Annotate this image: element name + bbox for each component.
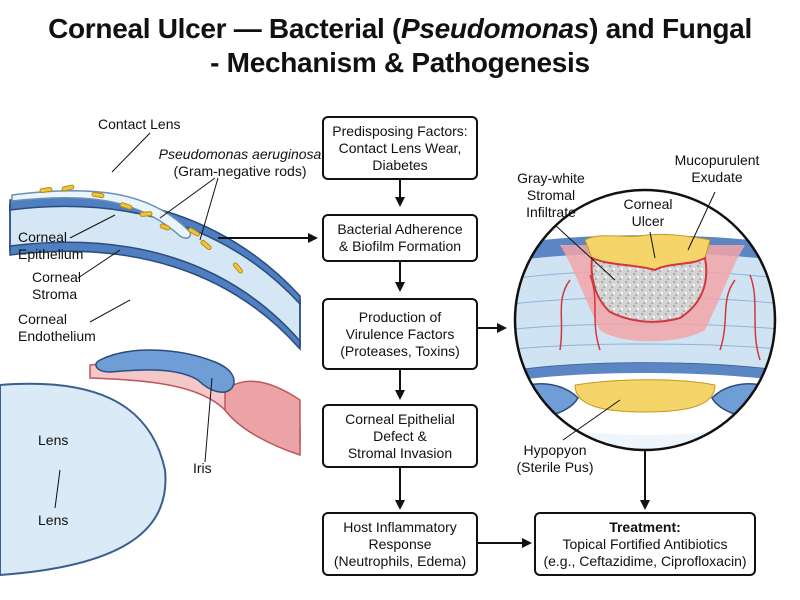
flow-step-virulence: Production of Virulence Factors (Proteas… — [322, 298, 478, 370]
ciliary-body — [224, 380, 301, 457]
label-hypopyon: Hypopyon (Sterile Pus) — [516, 442, 594, 475]
bacteria-rods — [39, 184, 244, 274]
page-title: Corneal Ulcer — Bacterial (Pseudomonas) … — [0, 12, 800, 80]
zoom-endothelium — [515, 363, 775, 382]
title-line-1: Corneal Ulcer — Bacterial (Pseudomonas) … — [48, 13, 752, 44]
label-corneal-stroma: Corneal Stroma — [32, 269, 82, 302]
treatment-text: Topical Fortified Antibiotics (e.g., Cef… — [543, 535, 747, 569]
zoom-hypopyon — [574, 379, 716, 413]
flow-step-defect: Corneal Epithelial Defect & Stromal Inva… — [322, 404, 478, 468]
label-lens-lower: Lens — [38, 512, 69, 528]
label-mucopurulent-exudate: Mucopurulent Exudate — [674, 152, 760, 185]
label-stromal-infiltrate: Gray-white Stromal Infiltrate — [517, 170, 585, 220]
label-iris: Iris — [193, 460, 212, 476]
label-pseudomonas: Pseudomonas aeruginosa — [158, 146, 322, 162]
contact-lens-shape — [11, 189, 192, 239]
zoom-anterior-chamber — [515, 420, 775, 450]
flow-step-adherence: Bacterial Adherence & Biofilm Formation — [322, 214, 478, 262]
iris-pigment — [95, 349, 235, 393]
zoom-leaders — [554, 191, 716, 441]
flow-step-predisposing: Predisposing Factors: Contact Lens Wear,… — [322, 116, 478, 180]
corneal-endothelium-layer — [9, 241, 301, 351]
label-lens-upper: Lens — [38, 432, 69, 448]
zoom-infiltrate — [590, 256, 708, 323]
treatment-box: Treatment: Topical Fortified Antibiotics… — [534, 512, 756, 576]
flow-arrows — [218, 180, 650, 548]
label-corneal-ulcer: Corneal Ulcer — [623, 196, 673, 229]
treatment-heading: Treatment: — [609, 518, 681, 535]
label-gram-negative: (Gram-negative rods) — [173, 163, 307, 179]
label-corneal-endothelium: Corneal Endothelium — [18, 311, 96, 344]
lens-shape — [0, 382, 167, 577]
ulcer-zoom-view — [513, 188, 777, 452]
label-corneal-epithelium: Corneal Epithelium — [18, 229, 84, 262]
title-line-2: - Mechanism & Pathogenesis — [210, 47, 590, 78]
flow-step-inflammatory: Host Inflammatory Response (Neutrophils,… — [322, 512, 478, 576]
label-contact-lens: Contact Lens — [98, 116, 181, 132]
eye-anatomy — [0, 184, 301, 577]
anatomy-leaders — [54, 132, 219, 509]
